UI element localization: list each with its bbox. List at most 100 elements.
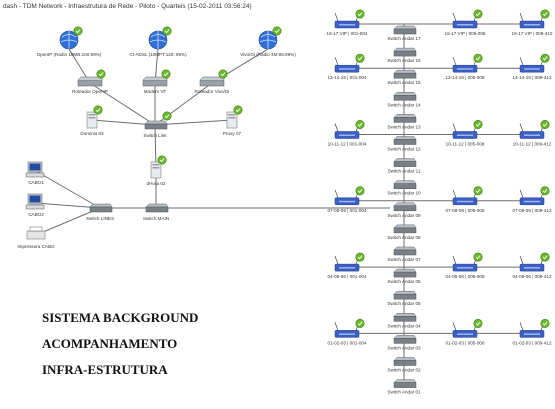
floor-switch-icon[interactable] (393, 136, 417, 145)
wireless-ap-icon[interactable] (452, 322, 478, 338)
floor-switch-icon[interactable] (393, 69, 417, 79)
wireless-ap-icon[interactable] (452, 12, 478, 29)
ap-label: 16-17 VIP | 009-410 (512, 31, 553, 36)
floor-switch-icon[interactable] (393, 335, 417, 344)
floor-switch-icon[interactable] (393, 246, 417, 256)
caption-line-2: ACOMPANHAMENTO (42, 336, 178, 351)
floor-switch-label: Switch Andar 06 (387, 279, 421, 284)
host-label: CABO1 (28, 180, 44, 185)
status-ok-icon (355, 120, 365, 130)
switch-lines-icon[interactable] (89, 203, 113, 213)
status-ok-icon (355, 186, 365, 196)
status-ok-icon (355, 252, 365, 262)
desktop-computer-icon[interactable] (25, 193, 45, 210)
floor-switch-icon[interactable] (393, 290, 417, 300)
floor-switch-icon[interactable] (393, 379, 417, 388)
window-title: dash - TDM Network - Infraestrutura de R… (3, 3, 252, 10)
floor-switch-label: Switch Andar 07 (387, 257, 421, 262)
floor-switch-icon[interactable] (393, 114, 417, 123)
wireless-ap-icon[interactable] (519, 12, 545, 29)
switch-label: Switch Link (143, 133, 167, 138)
wireless-ap-icon[interactable] (519, 189, 545, 206)
floor-switch-icon[interactable] (393, 92, 417, 101)
floor-switch-icon[interactable] (393, 268, 417, 278)
floor-switch-icon[interactable] (393, 224, 417, 234)
floor-switch-icon[interactable] (393, 180, 417, 189)
wireless-ap-icon[interactable] (519, 123, 545, 139)
switch-link-icon[interactable] (144, 120, 168, 130)
server-label: Dominio 03 (80, 131, 104, 136)
ap-label: 01-02-03 | 005-008 (446, 340, 485, 345)
router-icon[interactable] (142, 76, 168, 87)
status-ok-icon (218, 69, 228, 79)
floor-switch-icon[interactable] (393, 47, 417, 57)
ap-label: 04-05-06 | 001-004 (328, 274, 367, 279)
wireless-ap-icon[interactable] (519, 57, 545, 73)
caption-line-1: SISTEMA BACKGROUND (42, 310, 199, 325)
floor-switch-label: Switch Andar 08 (387, 235, 421, 240)
wireless-ap-icon[interactable] (452, 189, 478, 206)
status-ok-icon (540, 186, 550, 196)
status-ok-icon (93, 105, 103, 115)
ap-label: 10-11-12 | 001-004 (328, 142, 367, 147)
status-ok-icon (540, 318, 550, 328)
router-icon[interactable] (199, 76, 225, 87)
server-icon[interactable] (150, 161, 162, 179)
server-label: Proxy 07 (223, 131, 242, 136)
floor-switch-icon[interactable] (393, 313, 417, 322)
link-line (35, 170, 101, 209)
floor-switch-icon[interactable] (393, 158, 417, 167)
floor-switch-label: Switch Andar 10 (387, 191, 421, 196)
server-icon[interactable] (226, 111, 238, 129)
status-ok-icon (540, 120, 550, 130)
wireless-ap-icon[interactable] (334, 57, 360, 73)
cloud-label: OpenIP (Radio 10MB:100.99%) (37, 52, 102, 57)
caption-block: SISTEMA BACKGROUND ACOMPANHAMENTO INFRA-… (42, 305, 198, 383)
status-ok-icon (355, 53, 365, 63)
caption-line-3: INFRA-ESTRUTURA (42, 362, 168, 377)
router-icon[interactable] (77, 76, 103, 87)
wireless-ap-icon[interactable] (452, 57, 478, 73)
status-ok-icon (157, 155, 167, 165)
status-ok-icon (96, 69, 106, 79)
ap-label: 07-08-09 | 001-004 (328, 208, 367, 213)
floor-switch-label: Switch Andar 14 (387, 102, 421, 107)
wireless-ap-icon[interactable] (452, 255, 478, 272)
wireless-ap-icon[interactable] (452, 123, 478, 139)
printer-icon[interactable] (26, 226, 46, 240)
desktop-computer-icon[interactable] (25, 161, 45, 178)
wireless-ap-icon[interactable] (334, 189, 360, 206)
wireless-ap-icon[interactable] (334, 123, 360, 139)
wireless-ap-icon[interactable] (519, 255, 545, 272)
floor-switch-icon[interactable] (393, 25, 417, 35)
floor-switch-label: Switch Andar 15 (387, 80, 421, 85)
ap-label: 01-02-03 | 001-004 (328, 340, 367, 345)
floor-switch-label: Switch Andar 09 (387, 213, 421, 218)
floor-switch-label: Switch Andar 13 (387, 124, 421, 129)
status-ok-icon (540, 53, 550, 63)
floor-switch-label: Switch Andar 02 (387, 368, 421, 373)
wireless-ap-icon[interactable] (519, 322, 545, 338)
floor-switch-label: Switch Andar 17 (387, 36, 421, 41)
status-ok-icon (162, 111, 172, 121)
floor-switch-icon[interactable] (393, 357, 417, 366)
ap-label: 04-05-06 | 009-412 (513, 274, 552, 279)
status-ok-icon (473, 120, 483, 130)
ap-label: 04-05-06 | 005-008 (446, 274, 485, 279)
ap-label: 13-14-15 | 001-004 (328, 75, 367, 80)
status-ok-icon (473, 9, 483, 19)
ap-label: 10-11-12 | 005-008 (446, 142, 485, 147)
cloud-label: Vivo/Oi (Radio 4M:98.99%) (240, 52, 296, 57)
floor-switch-label: Switch Andar 01 (387, 390, 421, 395)
wireless-ap-icon[interactable] (334, 12, 360, 29)
wireless-ap-icon[interactable] (334, 255, 360, 272)
ap-label: 10-11-12 | 009-412 (513, 142, 552, 147)
wireless-ap-icon[interactable] (334, 322, 360, 338)
status-ok-icon (473, 318, 483, 328)
switch-main-icon[interactable] (145, 203, 169, 213)
floor-switch-icon[interactable] (393, 202, 417, 212)
status-ok-icon (272, 26, 282, 36)
status-ok-icon (473, 186, 483, 196)
server-icon[interactable] (86, 111, 98, 129)
